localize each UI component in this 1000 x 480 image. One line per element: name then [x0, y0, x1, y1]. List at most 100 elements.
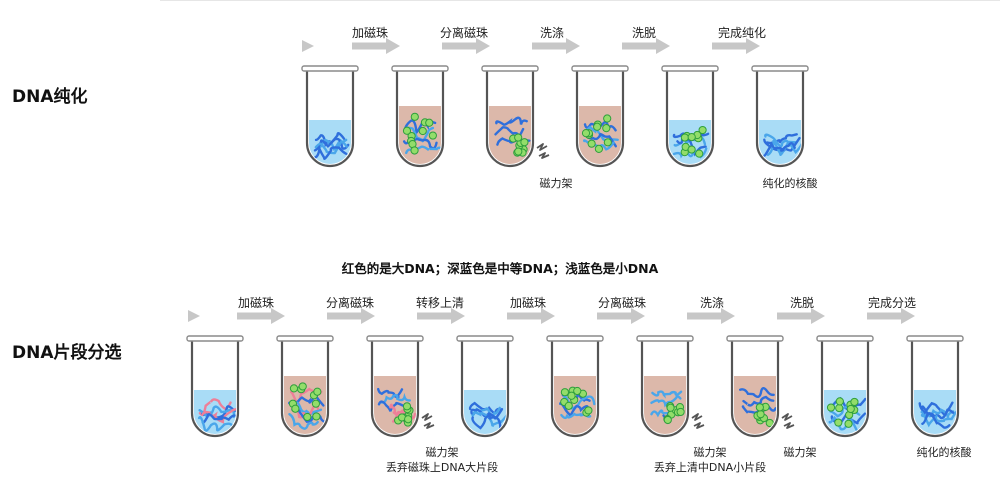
- bottom-step-label-8: 完成分选: [867, 296, 917, 310]
- top-arrow-2-head: [476, 38, 490, 54]
- top-arrow-2-shaft: [442, 42, 478, 50]
- top-tube-2-bead-3: [428, 131, 437, 140]
- top-tube-6-rim: [751, 65, 809, 72]
- bottom-tube-6-magnet-bolt-2: [693, 422, 705, 429]
- top-tube-6-outline: [755, 70, 805, 168]
- bottom-tube-4: [456, 335, 514, 438]
- bottom-tube-5-inner: [554, 376, 596, 434]
- section-title-purification: DNA纯化: [12, 87, 88, 107]
- bottom-tube-9: [906, 335, 964, 438]
- bottom-arrow-2-head: [361, 308, 375, 324]
- top-tube-2-bead-8: [418, 126, 427, 136]
- bottom-tube-1-outline: [190, 340, 240, 438]
- bottom-tube-8-bead-8: [846, 404, 855, 414]
- bottom-tube-1-rim: [186, 335, 244, 342]
- bottom-tube-2: [276, 335, 334, 438]
- bottom-step-label-7: 洗脱: [789, 296, 815, 310]
- bottom-note-magnet-2-line2: 丢弃上清中DNA小片段: [653, 461, 767, 474]
- bottom-tube-3-dna-0: [377, 387, 404, 399]
- top-tube-4-bead-9: [602, 124, 611, 133]
- top-step-label-1: 加磁珠: [351, 26, 389, 40]
- bottom-arrow-1-shaft: [237, 312, 273, 320]
- top-tube-3-dna-0: [495, 116, 528, 126]
- bottom-tube-3-bead-7: [402, 402, 412, 411]
- top-tube-5-bead-4: [680, 133, 689, 142]
- bottom-tube-7-magnet-bolt-1: [781, 413, 793, 421]
- bottom-arrow-6-head: [721, 308, 735, 324]
- bottom-tube-6: [636, 335, 705, 438]
- top-arrow-5: [712, 38, 760, 54]
- bottom-tube-6-inner: [644, 376, 686, 434]
- bottom-tube-2-inner: [284, 376, 326, 434]
- top-arrow-4: [622, 38, 670, 54]
- top-tube-6: [751, 65, 809, 168]
- top-tube-4-inner: [579, 106, 621, 164]
- top-tube-3-bead-7: [514, 133, 523, 142]
- bottom-arrow-5: [597, 308, 645, 324]
- bottom-arrow-3-head: [451, 308, 465, 324]
- bottom-tube-5-bead-7: [564, 401, 573, 410]
- bottom-tube-7-bead-8: [755, 403, 764, 412]
- top-arrow-3: [532, 38, 580, 54]
- top-tube-6-dna-4: [763, 141, 796, 157]
- top-tube-1-liquid: [309, 120, 351, 164]
- top-tube-2-bead-7: [410, 146, 419, 155]
- top-tube-4-bead-4: [587, 139, 596, 148]
- bottom-tube-5-bead-0: [560, 388, 570, 397]
- top-tube-5-outline: [665, 70, 715, 168]
- bottom-note-magnet-1-line2: 丢弃磁珠上DNA大片段: [385, 461, 499, 474]
- top-tube-4-bead-6: [603, 114, 612, 123]
- top-tube-2-rim: [391, 65, 449, 72]
- bottom-tube-9-rim: [906, 335, 964, 342]
- bottom-tube-6-magnet-bolt-1: [691, 413, 703, 421]
- top-tube-3-inner: [489, 106, 531, 164]
- top-tube-1-dna-3: [314, 139, 348, 155]
- top-tube-3-outline: [485, 70, 535, 168]
- bottom-tube-5-bead-4: [584, 406, 593, 415]
- bottom-arrow-7: [777, 308, 825, 324]
- bottom-tube-7-rim: [726, 335, 784, 342]
- top-tube-4-bead-8: [581, 129, 591, 138]
- bottom-tube-5-bead-9: [567, 391, 576, 400]
- top-tube-4-bead-7: [593, 122, 602, 131]
- top-tube-4-liquid: [579, 106, 621, 164]
- bottom-arrow-3-shaft: [417, 312, 453, 320]
- bottom-note-magnet-2: 磁力架 丢弃上清中DNA小片段: [654, 445, 766, 475]
- bottom-arrow-8: [867, 308, 915, 324]
- top-start-marker: [302, 40, 314, 52]
- bottom-tube-2-bead-3: [303, 412, 312, 422]
- top-arrow-5-head: [746, 38, 760, 54]
- top-tube-3-bead-8: [520, 138, 529, 147]
- bottom-tube-2-bead-9: [313, 387, 322, 396]
- bottom-tube-2-bead-7: [289, 384, 299, 393]
- top-tube-4-dna-2: [585, 132, 617, 148]
- bottom-arrow-1: [237, 308, 285, 324]
- bottom-note-magnet-2-line1: 磁力架: [693, 446, 727, 459]
- bottom-tube-2-bead-4: [312, 412, 321, 421]
- top-arrow-3-shaft: [532, 42, 568, 50]
- bottom-tube-6-bead-8: [676, 407, 685, 417]
- bottom-note-result: 纯化的核酸: [916, 446, 972, 459]
- bottom-tube-7: [726, 335, 795, 438]
- bottom-tube-8-outline: [820, 340, 870, 438]
- bottom-arrow-8-head: [901, 308, 915, 324]
- dna-size-legend: 红色的是大DNA；深蓝色是中等DNA；浅蓝色是小DNA: [341, 261, 659, 276]
- top-tube-4-bead-3: [603, 138, 612, 147]
- bottom-step-label-5: 分离磁珠: [597, 296, 647, 310]
- bottom-step-label-3: 转移上清: [415, 296, 465, 310]
- bottom-tube-7-inner: [734, 376, 776, 434]
- top-tube-1-inner: [309, 120, 351, 164]
- bottom-tube-6-dna-1: [650, 395, 682, 408]
- top-tube-3-magnet-bolt-2: [538, 152, 550, 159]
- bottom-tube-8-bead-0: [835, 403, 844, 413]
- top-tube-2-inner: [399, 106, 441, 164]
- bottom-tube-7-dna-0: [739, 386, 775, 399]
- bottom-tube-1-dna-5: [197, 415, 233, 432]
- bottom-tube-8-bead-3: [844, 419, 853, 428]
- bottom-tube-4-inner: [464, 390, 506, 434]
- top-arrow-4-shaft: [622, 42, 658, 50]
- top-tube-6-inner: [759, 120, 801, 164]
- top-arrow-1-shaft: [352, 42, 388, 50]
- bottom-tube-9-outline: [910, 340, 960, 438]
- bottom-arrow-7-shaft: [777, 312, 813, 320]
